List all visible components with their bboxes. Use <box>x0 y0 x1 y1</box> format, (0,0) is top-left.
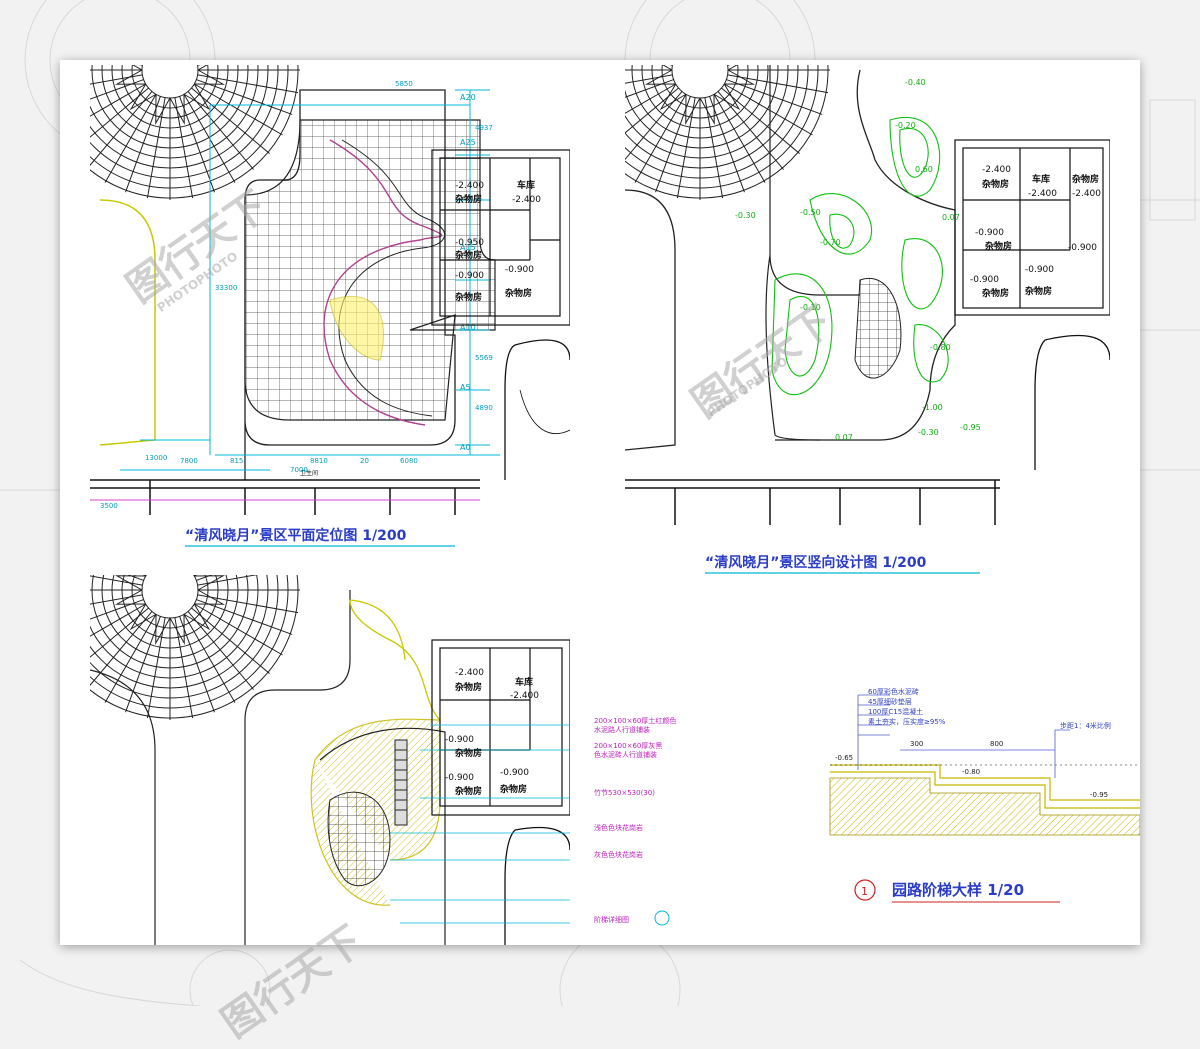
room-level: -2.400 <box>510 691 539 701</box>
room-level: -2.400 <box>455 181 484 191</box>
room-label: 杂物房 <box>455 193 482 205</box>
dimension-label: 13000 <box>145 454 167 462</box>
contour-line <box>772 274 832 395</box>
room-label: 杂物房 <box>500 783 527 795</box>
axis-label: A10 <box>460 323 476 332</box>
room-level: -0.900 <box>970 275 999 285</box>
material-note: 竹节530×530(30) <box>594 788 655 797</box>
contour-label: -1.00 <box>922 403 943 412</box>
room-label: 杂物房 <box>455 681 482 693</box>
building-rooms-vertical: -2.400 杂物房 车库 -2.400 杂物房 -2.400 -0.900 杂… <box>970 165 1101 299</box>
dimension-label: 5850 <box>395 80 413 88</box>
contour-line <box>902 239 943 309</box>
room-level: -2.400 <box>455 668 484 678</box>
step-note: 60厚彩色水泥砖 <box>868 687 919 696</box>
detail-number: 1 <box>861 885 868 898</box>
contour-level-labels: -0.40 -0.20 -0.30 -0.50 -0.70 -0.10 0.07 0.60 -0… <box>735 78 981 442</box>
vertical-title: “清风晓月”景区竖向设计图 1/200 <box>705 554 927 571</box>
step-note: 素土夯实，压实度≥95% <box>868 717 946 726</box>
axis-label: A5 <box>460 383 471 392</box>
step-note: 步距1：4米比例 <box>1060 721 1111 730</box>
room-label: 杂物房 <box>1072 173 1099 185</box>
dimension-label: 815 <box>230 457 243 465</box>
step-note: 45厚细砂垫层 <box>868 697 912 706</box>
room-label: 杂物房 <box>455 291 482 303</box>
material-note: 阶梯详细图 <box>594 915 629 924</box>
plan-title: “清风晓月”景区平面定位图 1/200 <box>185 527 407 544</box>
room-level: -0.900 <box>445 735 474 745</box>
material-note: 灰色色块花岗岩 <box>594 850 643 859</box>
room-level: -2.400 <box>982 165 1011 175</box>
contour-label: 0.07 <box>942 213 960 222</box>
room-label: 车库 <box>517 179 535 191</box>
step-dimension: -0.80 <box>962 768 980 776</box>
room-level: -0.900 <box>1025 265 1054 275</box>
room-label: 杂物房 <box>985 240 1012 252</box>
axis-label: A20 <box>460 93 476 102</box>
contour-label: -0.30 <box>735 211 756 220</box>
step-dimension: -0.95 <box>1090 791 1108 799</box>
room-level: -2.400 <box>1028 189 1057 199</box>
contour-label: -0.50 <box>800 208 821 217</box>
contour-label: -0.95 <box>960 423 981 432</box>
step-dimension: 800 <box>990 740 1003 748</box>
material-note: 色水泥砖人行道铺装 <box>594 750 657 759</box>
room-level: -2.400 <box>1072 189 1101 199</box>
dimension-label: 33300 <box>215 284 237 292</box>
room-label: 杂物房 <box>982 287 1009 299</box>
step-note: 100厚C15混凝土 <box>868 707 923 716</box>
room-level: -2.400 <box>512 195 541 205</box>
material-note: 200×100×60厚土红颜色 <box>594 716 676 725</box>
detail-title: 园路阶梯大样 1/20 <box>892 881 1024 899</box>
dimension-label: 4937 <box>475 124 493 132</box>
contour-label: -0.40 <box>905 78 926 87</box>
room-level: -0.900 <box>1068 243 1097 253</box>
material-note: 浅色色块花岗岩 <box>594 823 643 832</box>
contour-label: 0.07 <box>835 433 853 442</box>
dimension-label: 6080 <box>400 457 418 465</box>
room-label: 杂物房 <box>455 747 482 759</box>
room-level: -0.900 <box>975 228 1004 238</box>
dimension-label: 7800 <box>180 457 198 465</box>
room-label: 杂物房 <box>982 178 1009 190</box>
contour-label: -0.70 <box>820 238 841 247</box>
axis-label: A0 <box>460 443 471 452</box>
step-dimension: 300 <box>910 740 923 748</box>
dimension-label: 4890 <box>475 404 493 412</box>
room-label: 车库 <box>515 676 533 688</box>
room-level: -0.900 <box>500 768 529 778</box>
material-note: 水泥路人行道铺装 <box>594 725 650 734</box>
room-level: -0.950 <box>455 238 484 248</box>
axis-label: A25 <box>460 138 476 147</box>
dimension-label: 3500 <box>100 502 118 510</box>
room-label: 车库 <box>1032 173 1050 185</box>
step-dimension: -0.65 <box>835 754 853 762</box>
contour-label: -0.20 <box>895 121 916 130</box>
dimension-label: 5569 <box>475 354 493 362</box>
dimension-label: 8810 <box>310 457 328 465</box>
room-label: 杂物房 <box>1025 285 1052 297</box>
dimension-label: 20 <box>360 457 369 465</box>
room-label: 杂物房 <box>505 287 532 299</box>
room-level: -0.900 <box>455 271 484 281</box>
contour-label: 0.60 <box>915 165 933 174</box>
room-level: -0.900 <box>445 773 474 783</box>
room-label: 杂物房 <box>455 249 482 261</box>
building-rooms-paving: -2.400 杂物房 车库 -2.400 -0.900 杂物房 -0.900 杂… <box>445 668 539 797</box>
material-note: 200×100×60厚灰黑 <box>594 741 662 750</box>
detail-reference-icon <box>655 911 669 925</box>
dimension-label: 7000 <box>290 466 308 474</box>
contour-label: -0.10 <box>800 303 821 312</box>
room-level: -0.900 <box>505 265 534 275</box>
contour-label: -0.80 <box>930 343 951 352</box>
contour-label: -0.30 <box>918 428 939 437</box>
room-label: 杂物房 <box>455 785 482 797</box>
